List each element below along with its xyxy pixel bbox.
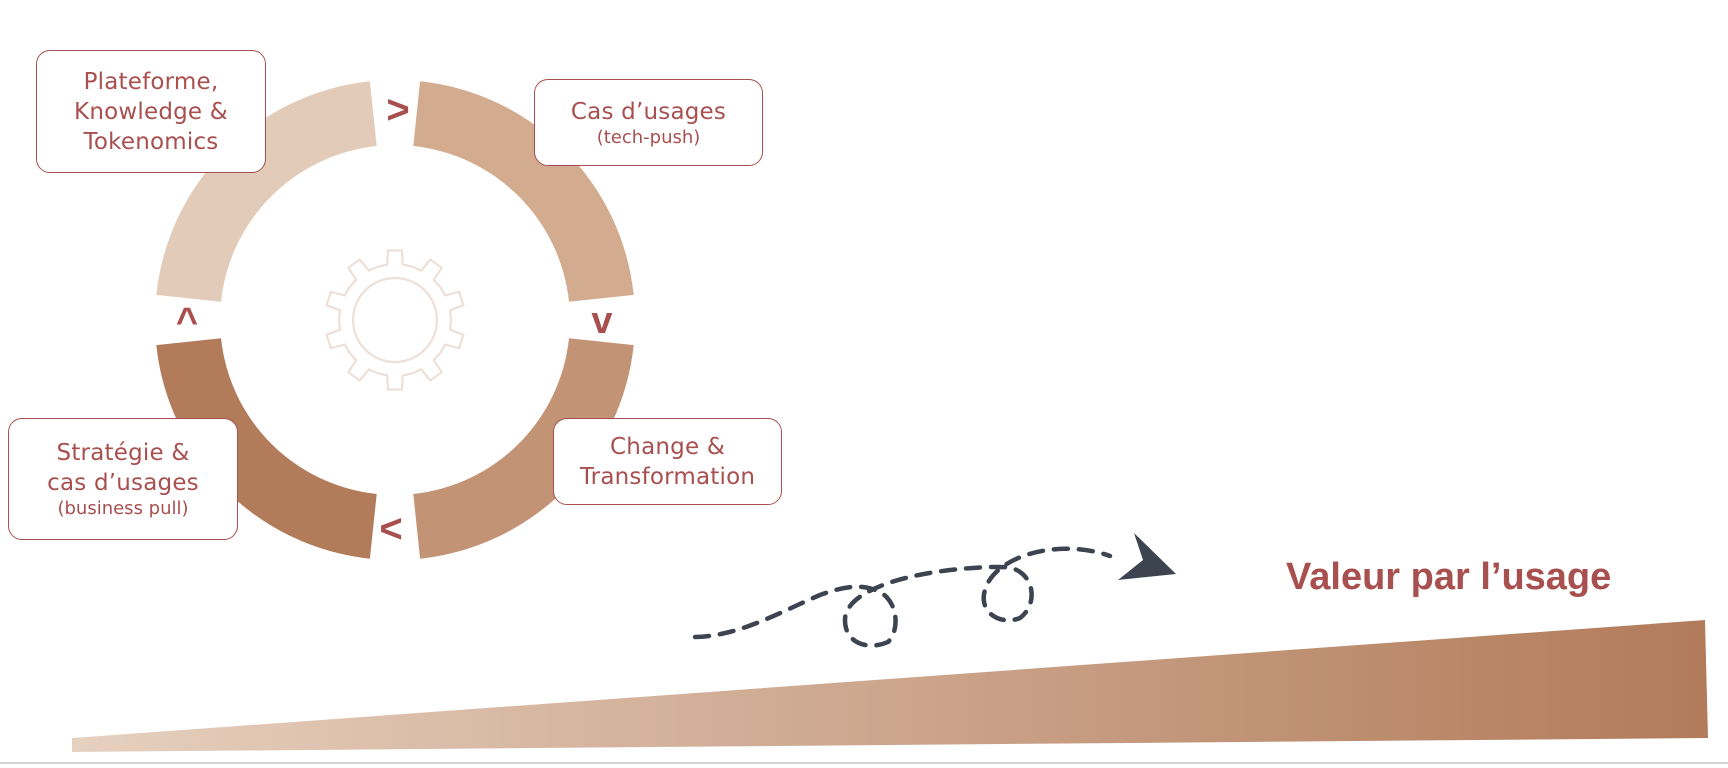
arrow-right-icon: >: [386, 88, 409, 132]
bottom-divider: [0, 762, 1728, 764]
step-box-cas-usages: Cas d’usages (tech-push): [534, 79, 763, 166]
value-wedge: [72, 620, 1708, 752]
value-title: Valeur par l’usage: [1286, 556, 1612, 598]
dashed-arrow-icon: [692, 533, 1176, 648]
arrow-down-icon: v: [591, 300, 612, 342]
strategie-subtitle: (business pull): [57, 498, 189, 519]
gear-icon: [325, 249, 465, 391]
ring-segment-cas-usages: [413, 81, 634, 302]
step-box-plateforme: Plateforme, Knowledge & Tokenomics: [36, 50, 266, 173]
step-box-change: Change & Transformation: [553, 418, 782, 505]
ring-segment-strategie: [156, 338, 377, 559]
arrow-up-icon: ^: [176, 301, 198, 343]
step-box-strategie: Stratégie & cas d’usages (business pull): [8, 418, 238, 540]
ring-segment-change: [413, 338, 634, 559]
change-line-2: Transformation: [579, 463, 756, 490]
change-line-1: Change &: [610, 433, 725, 460]
plateforme-line-3: Tokenomics: [83, 128, 219, 155]
cas-usages-subtitle: (tech-push): [596, 126, 701, 148]
cas-usages-title: Cas d’usages: [570, 98, 727, 125]
plateforme-line-1: Plateforme,: [83, 68, 219, 95]
strategie-line-1: Stratégie &: [56, 440, 190, 466]
cycle-ring: [156, 81, 634, 559]
plateforme-line-2: Knowledge &: [74, 98, 228, 125]
ring-segment-plateforme: [156, 81, 377, 302]
arrow-left-icon: <: [379, 507, 402, 551]
strategie-line-2: cas d’usages: [47, 470, 199, 496]
